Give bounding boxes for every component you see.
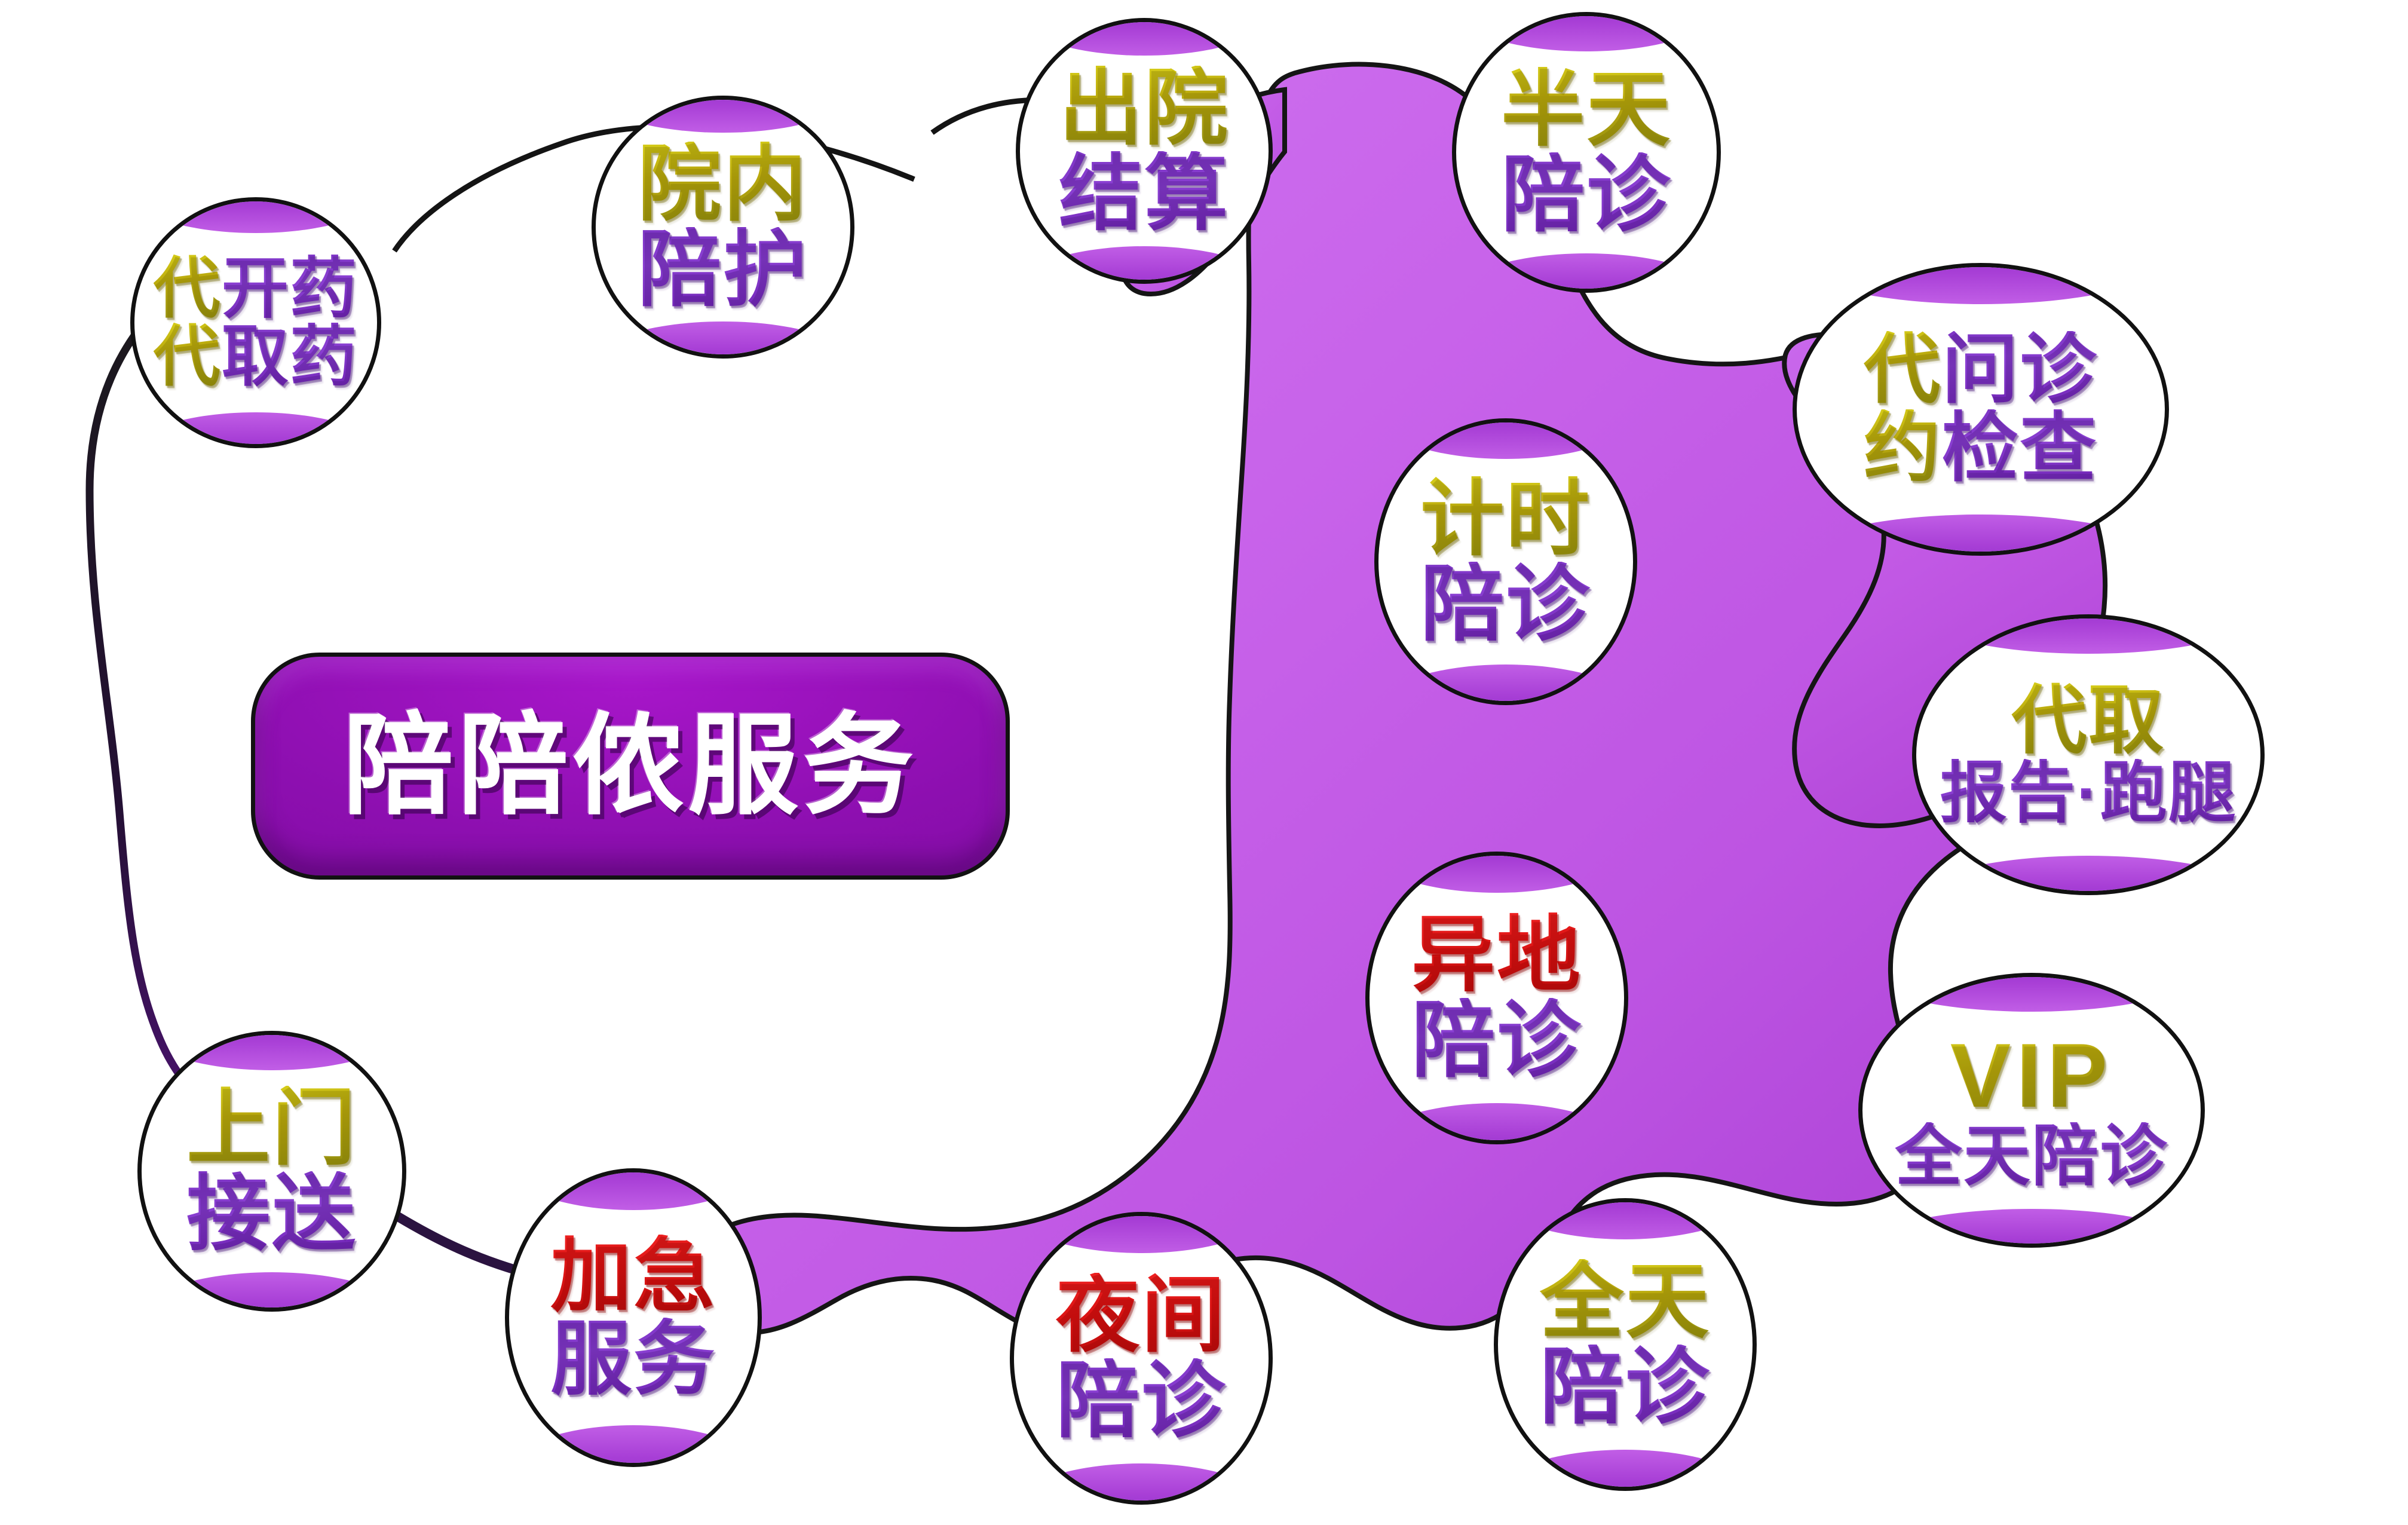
bubble-line-1: 加急 [550, 1230, 716, 1322]
bubble-line-2: 陪诊 [1540, 1340, 1711, 1434]
center-brand-badge[interactable]: 陪陪侬服务 [251, 653, 1010, 880]
bubble-cap-top [1014, 1216, 1269, 1253]
bubble-cap-top [596, 100, 850, 133]
bubble-line-1: 计时 [1420, 471, 1591, 566]
bubble-line-2: 陪诊 [1411, 993, 1582, 1087]
bubble-cap-top [1862, 977, 2201, 1012]
bubble-cap-top [1378, 422, 1633, 459]
bubble-line-1: 代问诊 [1864, 327, 2098, 413]
bubble-cap-top [134, 201, 377, 233]
bubble-dai-wen-zhen[interactable]: 代问诊 约检查 [1793, 263, 2169, 556]
bubble-line-2: 陪诊 [1420, 557, 1591, 651]
bubble-cap-top [1020, 22, 1269, 56]
bubble-quan-tian-pei-zhen[interactable]: 全天 陪诊 [1494, 1198, 1757, 1491]
bubble-line-2: 陪护 [638, 222, 808, 316]
bubble-line-2: 服务 [550, 1313, 716, 1404]
bubble-cap-bottom [134, 412, 377, 444]
bubble-cap-top [509, 1172, 758, 1211]
bubble-line-1: 代取 [2011, 678, 2165, 763]
center-brand-label: 陪陪侬服务 [343, 704, 918, 828]
bubble-cap-top [1498, 1202, 1753, 1239]
bubble-line-1: 全天 [1540, 1254, 1711, 1349]
bubble-cap-bottom [509, 1425, 758, 1463]
bubble-cap-top [1916, 618, 2260, 654]
bubble-line-1: 代开药 [153, 250, 359, 326]
bubble-line-2: 陪诊 [1056, 1353, 1227, 1447]
bubble-line-1: 上门 [186, 1081, 357, 1175]
bubble-cap-top [1797, 267, 2165, 304]
bubble-yi-di-pei-zhen[interactable]: 异地 陪诊 [1365, 852, 1628, 1144]
bubble-dai-kai-yao[interactable]: 代开药 代取药 [130, 197, 381, 448]
bubble-jia-ji-fu-wu[interactable]: 加急 服务 [505, 1168, 762, 1467]
bubble-dai-qu-bao-gao[interactable]: 代取 报告·跑腿 [1912, 614, 2265, 895]
bubble-line-2: 报告·跑腿 [1940, 755, 2237, 831]
bubble-line-2: 代取药 [153, 319, 359, 394]
bubble-ye-jian-pei-zhen[interactable]: 夜间 陪诊 [1010, 1212, 1273, 1505]
bubble-cap-bottom [1456, 253, 1717, 289]
bubble-line-1: 夜间 [1056, 1268, 1227, 1362]
bubble-cap-bottom [1862, 1209, 2201, 1244]
bubble-line-2: 接送 [186, 1166, 357, 1260]
bubble-cap-top [1456, 16, 1717, 52]
bubble-cap-bottom [1014, 1463, 1269, 1500]
bubble-chu-yuan-jie-suan[interactable]: 出院 结算 [1016, 18, 1273, 284]
bubble-cap-bottom [1370, 1103, 1624, 1140]
bubble-cap-bottom [142, 1272, 402, 1307]
bubble-cap-bottom [1378, 664, 1633, 701]
bubble-ban-tian-pei-zhen[interactable]: 半天 陪诊 [1452, 12, 1721, 293]
bubble-line-2: 约检查 [1864, 405, 2098, 491]
bubble-shang-men-jie-song[interactable]: 上门 接送 [137, 1031, 406, 1312]
bubble-ji-shi-pei-zhen[interactable]: 计时 陪诊 [1374, 418, 1637, 705]
bubble-cap-bottom [1916, 855, 2260, 891]
bubble-line-1: 院内 [638, 137, 808, 231]
bubble-yuan-nei-pei-hu[interactable]: 院内 陪护 [592, 96, 854, 359]
bubble-cap-bottom [1498, 1450, 1753, 1487]
bubble-line-2: 陪诊 [1501, 148, 1672, 241]
bubble-line-2: 结算 [1059, 146, 1230, 240]
bubble-cap-top [142, 1035, 402, 1071]
bubble-cap-bottom [1020, 246, 1269, 280]
bubble-line-1: 异地 [1411, 908, 1582, 1002]
bubble-line-1: 出院 [1059, 60, 1230, 155]
bubble-cap-bottom [1797, 515, 2165, 552]
bubble-line-1: VIP [1950, 1025, 2113, 1127]
bubble-line-1: 半天 [1501, 62, 1672, 157]
lower-left-connector [378, 1202, 531, 1278]
bubble-vip-quan-tian[interactable]: VIP 全天陪诊 [1858, 973, 2205, 1248]
bubble-cap-bottom [596, 321, 850, 354]
bubble-line-2: 全天陪诊 [1895, 1119, 2168, 1194]
bubble-cap-top [1370, 856, 1624, 893]
